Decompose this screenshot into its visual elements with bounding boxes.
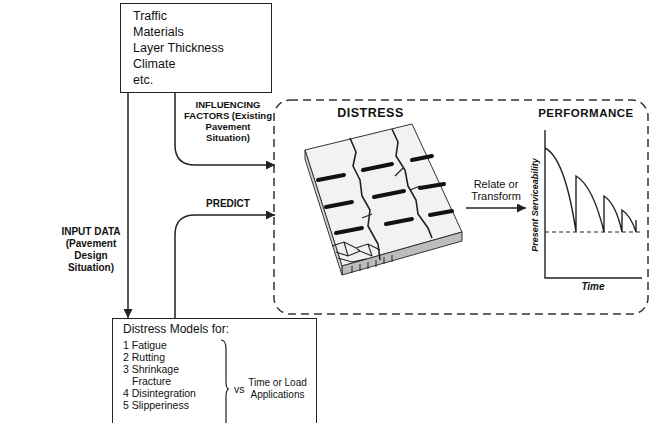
axis-label: Present Serviceability	[529, 150, 541, 260]
model-list: 1 Fatigue2 Rutting3 Shrinkage Fracture4 …	[123, 339, 219, 423]
brace	[221, 339, 229, 423]
input-box: TrafficMaterialsLayer ThicknessClimateet…	[120, 3, 272, 93]
connector-arrow	[466, 207, 526, 209]
list-item: Climate	[133, 56, 259, 72]
list-item: Traffic	[133, 8, 259, 24]
distress-models-box: Distress Models for: 1 Fatigue2 Rutting3 …	[112, 318, 317, 423]
model-item: 5 Slipperiness	[123, 399, 219, 411]
list-item: Materials	[133, 24, 259, 40]
dashed-region	[274, 100, 648, 314]
model-item: 4 Disintegration	[123, 387, 219, 399]
model-item: 1 Fatigue	[123, 339, 219, 351]
connector-arrow	[127, 93, 129, 318]
versus: vs	[234, 383, 245, 395]
box-heading: Distress Models for:	[123, 322, 308, 337]
edge-label: Relate or Transform	[467, 178, 525, 202]
performance-chart	[545, 130, 642, 278]
panel-heading: PERFORMANCE	[526, 106, 646, 121]
connector-arrow	[175, 215, 275, 318]
pavement-slab	[305, 124, 462, 275]
time-axis-note: Time or Load Applications	[248, 377, 308, 401]
model-row: 1 Fatigue2 Rutting3 Shrinkage Fracture4 …	[123, 339, 308, 423]
axis-label: Time	[578, 281, 608, 293]
model-item: 3 Shrinkage Fracture	[123, 363, 219, 387]
distress-panel: DISTRESS	[275, 104, 466, 290]
panel-heading: DISTRESS	[275, 106, 466, 122]
edge-label: INFLUENCING FACTORS (Existing Pavement S…	[184, 99, 272, 143]
edge-label: PREDICT	[198, 198, 258, 210]
edge-label: INPUT DATA (Pavement Design Situation)	[60, 226, 122, 274]
list-item: etc.	[133, 72, 259, 88]
connector-arrow	[175, 93, 275, 165]
performance-panel: PERFORMANCE	[526, 104, 646, 300]
list-item: Layer Thickness	[133, 40, 259, 56]
model-item: 2 Rutting	[123, 351, 219, 363]
